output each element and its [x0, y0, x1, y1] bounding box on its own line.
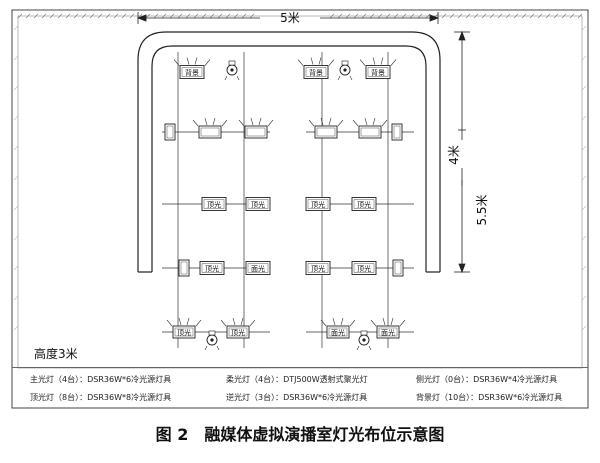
fixture-label: 顶光 [207, 200, 221, 209]
fixture-label: 背景 [371, 68, 385, 77]
side-light [392, 259, 404, 277]
legend-key-light: 主光灯（4台）：DSR36W*6冷光源灯具 [30, 375, 172, 384]
depth-inner-label: 4米 [447, 145, 461, 165]
studio-floor [17, 15, 583, 369]
height-label: 高度3米 [34, 347, 78, 361]
back-light [356, 330, 372, 351]
depth-dimensions [454, 30, 470, 274]
legend: 主光灯（4台）：DSR36W*6冷光源灯具 柔光灯（4台）：DTJ500W透射式… [12, 367, 588, 410]
background-light [352, 117, 388, 139]
background-light [192, 117, 228, 139]
cyclorama [137, 31, 441, 273]
background-light: 背景 [297, 57, 335, 79]
fixture-label: 顶光 [311, 264, 325, 273]
front-light: 顶光 [220, 317, 256, 339]
background-light: 背景 [359, 57, 397, 79]
fixtures-layer: 背景背景背景顶光顶光顶光顶光顶光面光顶光顶光顶光顶光面光面光 [164, 57, 406, 351]
top-light: 顶光 [245, 197, 271, 211]
front-light: 面光 [320, 317, 356, 339]
fixture-label: 顶光 [311, 200, 325, 209]
key-light: 面光 [245, 261, 271, 275]
front-light: 面光 [370, 317, 406, 339]
fixture-label: 面光 [381, 328, 395, 337]
legend-soft-light: 柔光灯（4台）：DTJ500W透射式聚光灯 [226, 375, 368, 384]
side-light [164, 123, 176, 141]
background-light [308, 117, 344, 139]
background-light: 背景 [173, 57, 211, 79]
top-light: 顶光 [351, 197, 377, 211]
top-light: 顶光 [305, 197, 331, 211]
legend-side-light: 侧光灯（0台）：DSR36W*4冷光源灯具 [416, 375, 558, 384]
width-label: 5米 [280, 11, 300, 25]
figure-caption: 图 2 融媒体虚拟演播室灯光布位示意图 [155, 425, 445, 444]
soft-light [224, 60, 240, 81]
soft-light [337, 60, 353, 81]
side-light [391, 123, 403, 141]
width-dimension [136, 12, 440, 24]
room-outline [11, 9, 589, 409]
depth-outer-label: 5.5米 [475, 194, 489, 225]
legend-top-light: 顶光灯（8台）：DSR36W*8冷光源灯具 [30, 393, 172, 402]
fixture-label: 顶光 [357, 264, 371, 273]
fixture-label: 顶光 [231, 328, 245, 337]
legend-background-light: 背景灯（10台）：DSR36W*6冷光源灯具 [416, 393, 563, 402]
top-light: 顶光 [201, 197, 227, 211]
fixture-label: 顶光 [251, 200, 265, 209]
top-wall-hatch [17, 13, 583, 19]
front-light: 顶光 [166, 317, 202, 339]
key-light: 顶光 [351, 261, 377, 275]
top-light: 顶光 [199, 261, 225, 275]
fixture-label: 面光 [251, 264, 265, 273]
fixture-label: 顶光 [357, 200, 371, 209]
back-light [204, 330, 220, 351]
fixture-label: 背景 [309, 68, 323, 77]
fixture-label: 顶光 [205, 264, 219, 273]
fixture-label: 面光 [331, 328, 345, 337]
top-light: 顶光 [305, 261, 331, 275]
background-light [238, 117, 274, 139]
legend-back-light: 逆光灯（3台）：DSR36W*6冷光源灯具 [226, 393, 368, 402]
fixture-label: 顶光 [177, 328, 191, 337]
side-light [178, 259, 190, 277]
fixture-label: 背景 [185, 68, 199, 77]
side-wall-hatch [13, 25, 587, 331]
